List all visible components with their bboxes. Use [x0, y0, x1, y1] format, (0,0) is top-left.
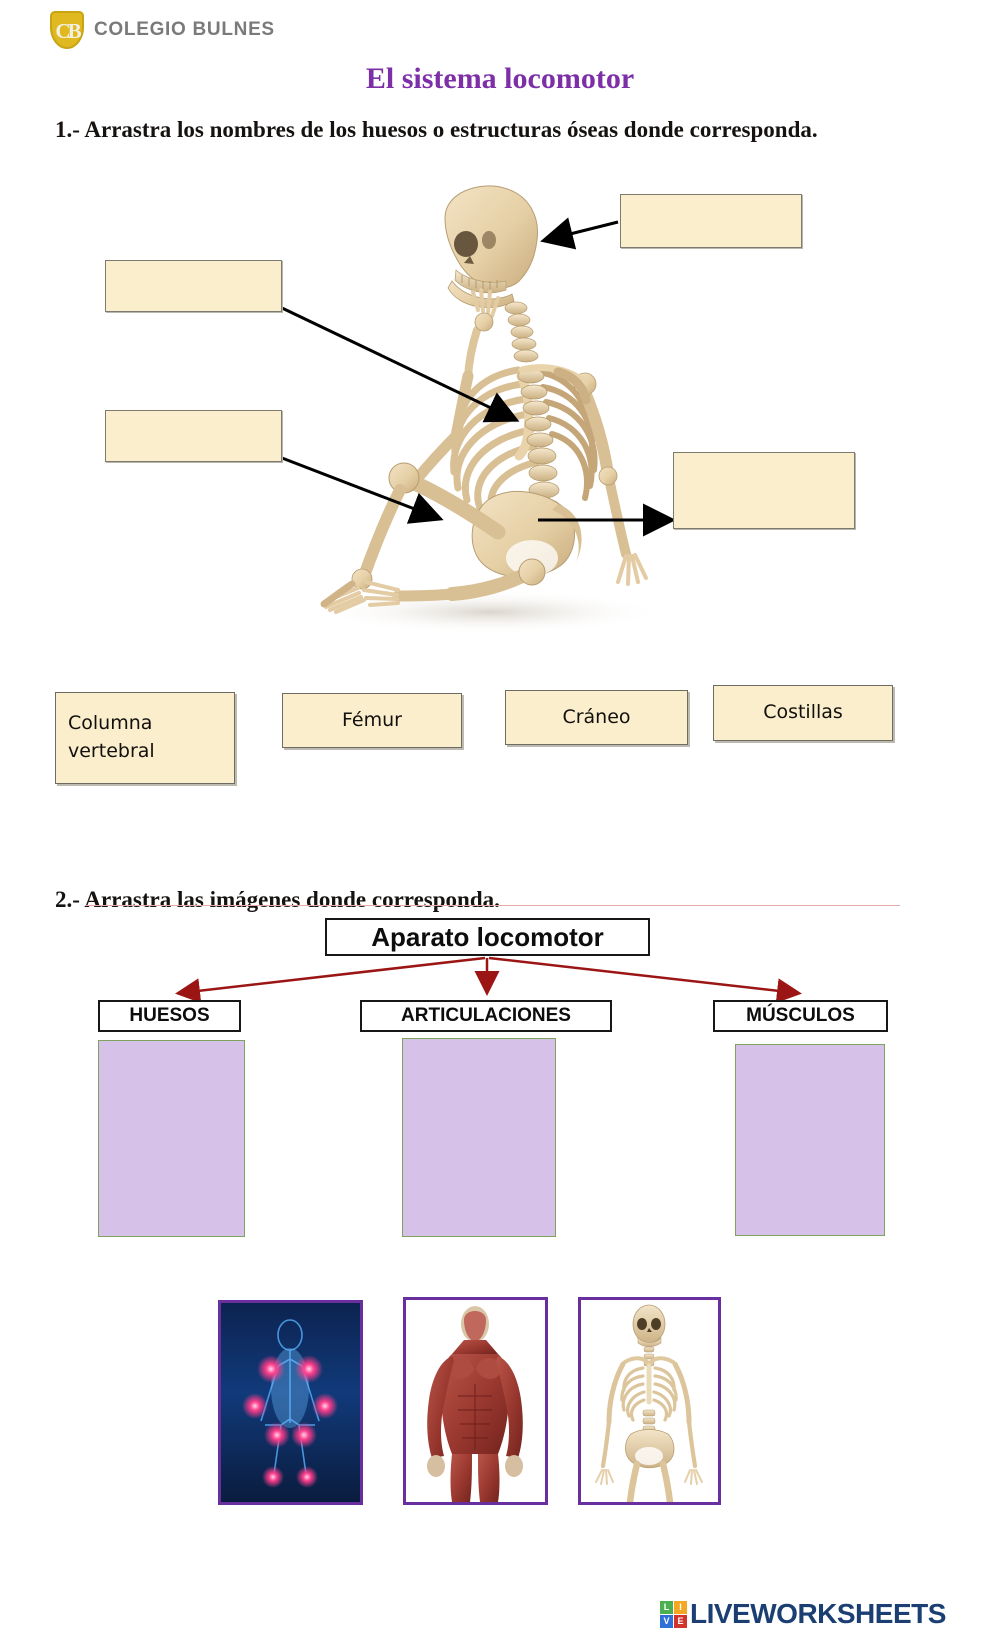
live-tile-i: I	[674, 1600, 687, 1614]
live-tile-v: V	[660, 1614, 673, 1628]
diagram-box-huesos: HUESOS	[98, 1000, 241, 1032]
activity1-stage	[90, 180, 890, 650]
picture-card-muscles[interactable]	[403, 1297, 548, 1505]
live-tile-e: E	[674, 1614, 687, 1628]
shield-icon: CB	[50, 11, 84, 49]
picture-card-skeleton[interactable]	[578, 1297, 721, 1505]
dropzone-musculos[interactable]	[735, 1044, 885, 1236]
diagram-box-musculos: MÚSCULOS	[713, 1000, 888, 1032]
dropzone-huesos[interactable]	[98, 1040, 245, 1237]
live-tile-l: L	[660, 1600, 673, 1614]
drop-target-craneo[interactable]	[620, 194, 802, 248]
live-logo-icon: L I V E	[660, 1600, 687, 1628]
drop-target-costillas[interactable]	[673, 452, 855, 529]
dropzone-articulaciones[interactable]	[402, 1038, 556, 1237]
diagram-box-articulaciones: ARTICULACIONES	[360, 1000, 612, 1032]
drop-target-columna[interactable]	[105, 260, 282, 312]
diagram-root-box: Aparato locomotor	[325, 918, 650, 956]
page-title: El sistema locomotor	[365, 62, 635, 95]
activity1-instruction: 1.- Arrastra los nombres de los huesos o…	[55, 117, 818, 142]
liveworksheets-footer: L I V E LIVEWORKSHEETS	[660, 1596, 946, 1632]
locomotor-diagram: Aparato locomotor HUESOS ARTICULACIONES …	[85, 905, 900, 1270]
liveworksheets-wordmark: LIVEWORKSHEETS	[690, 1598, 946, 1629]
drop-target-femur[interactable]	[105, 410, 282, 462]
word-tile-craneo[interactable]: Cráneo	[505, 690, 688, 745]
sitting-skeleton-photo	[240, 180, 720, 640]
word-tile-columna-vertebral[interactable]: Columna vertebral	[55, 692, 235, 784]
word-tile-costillas[interactable]: Costillas	[713, 685, 893, 741]
logo-monogram: CB	[55, 18, 81, 43]
school-logo: CB COLEGIO BULNES	[50, 8, 290, 52]
word-tile-femur[interactable]: Fémur	[282, 693, 462, 748]
activity2-instruction: 2.- Arrastra las imágenes donde correspo…	[55, 887, 500, 912]
school-name: COLEGIO BULNES	[94, 19, 275, 40]
picture-card-joints[interactable]	[218, 1300, 363, 1505]
diagram-divider	[85, 905, 900, 906]
